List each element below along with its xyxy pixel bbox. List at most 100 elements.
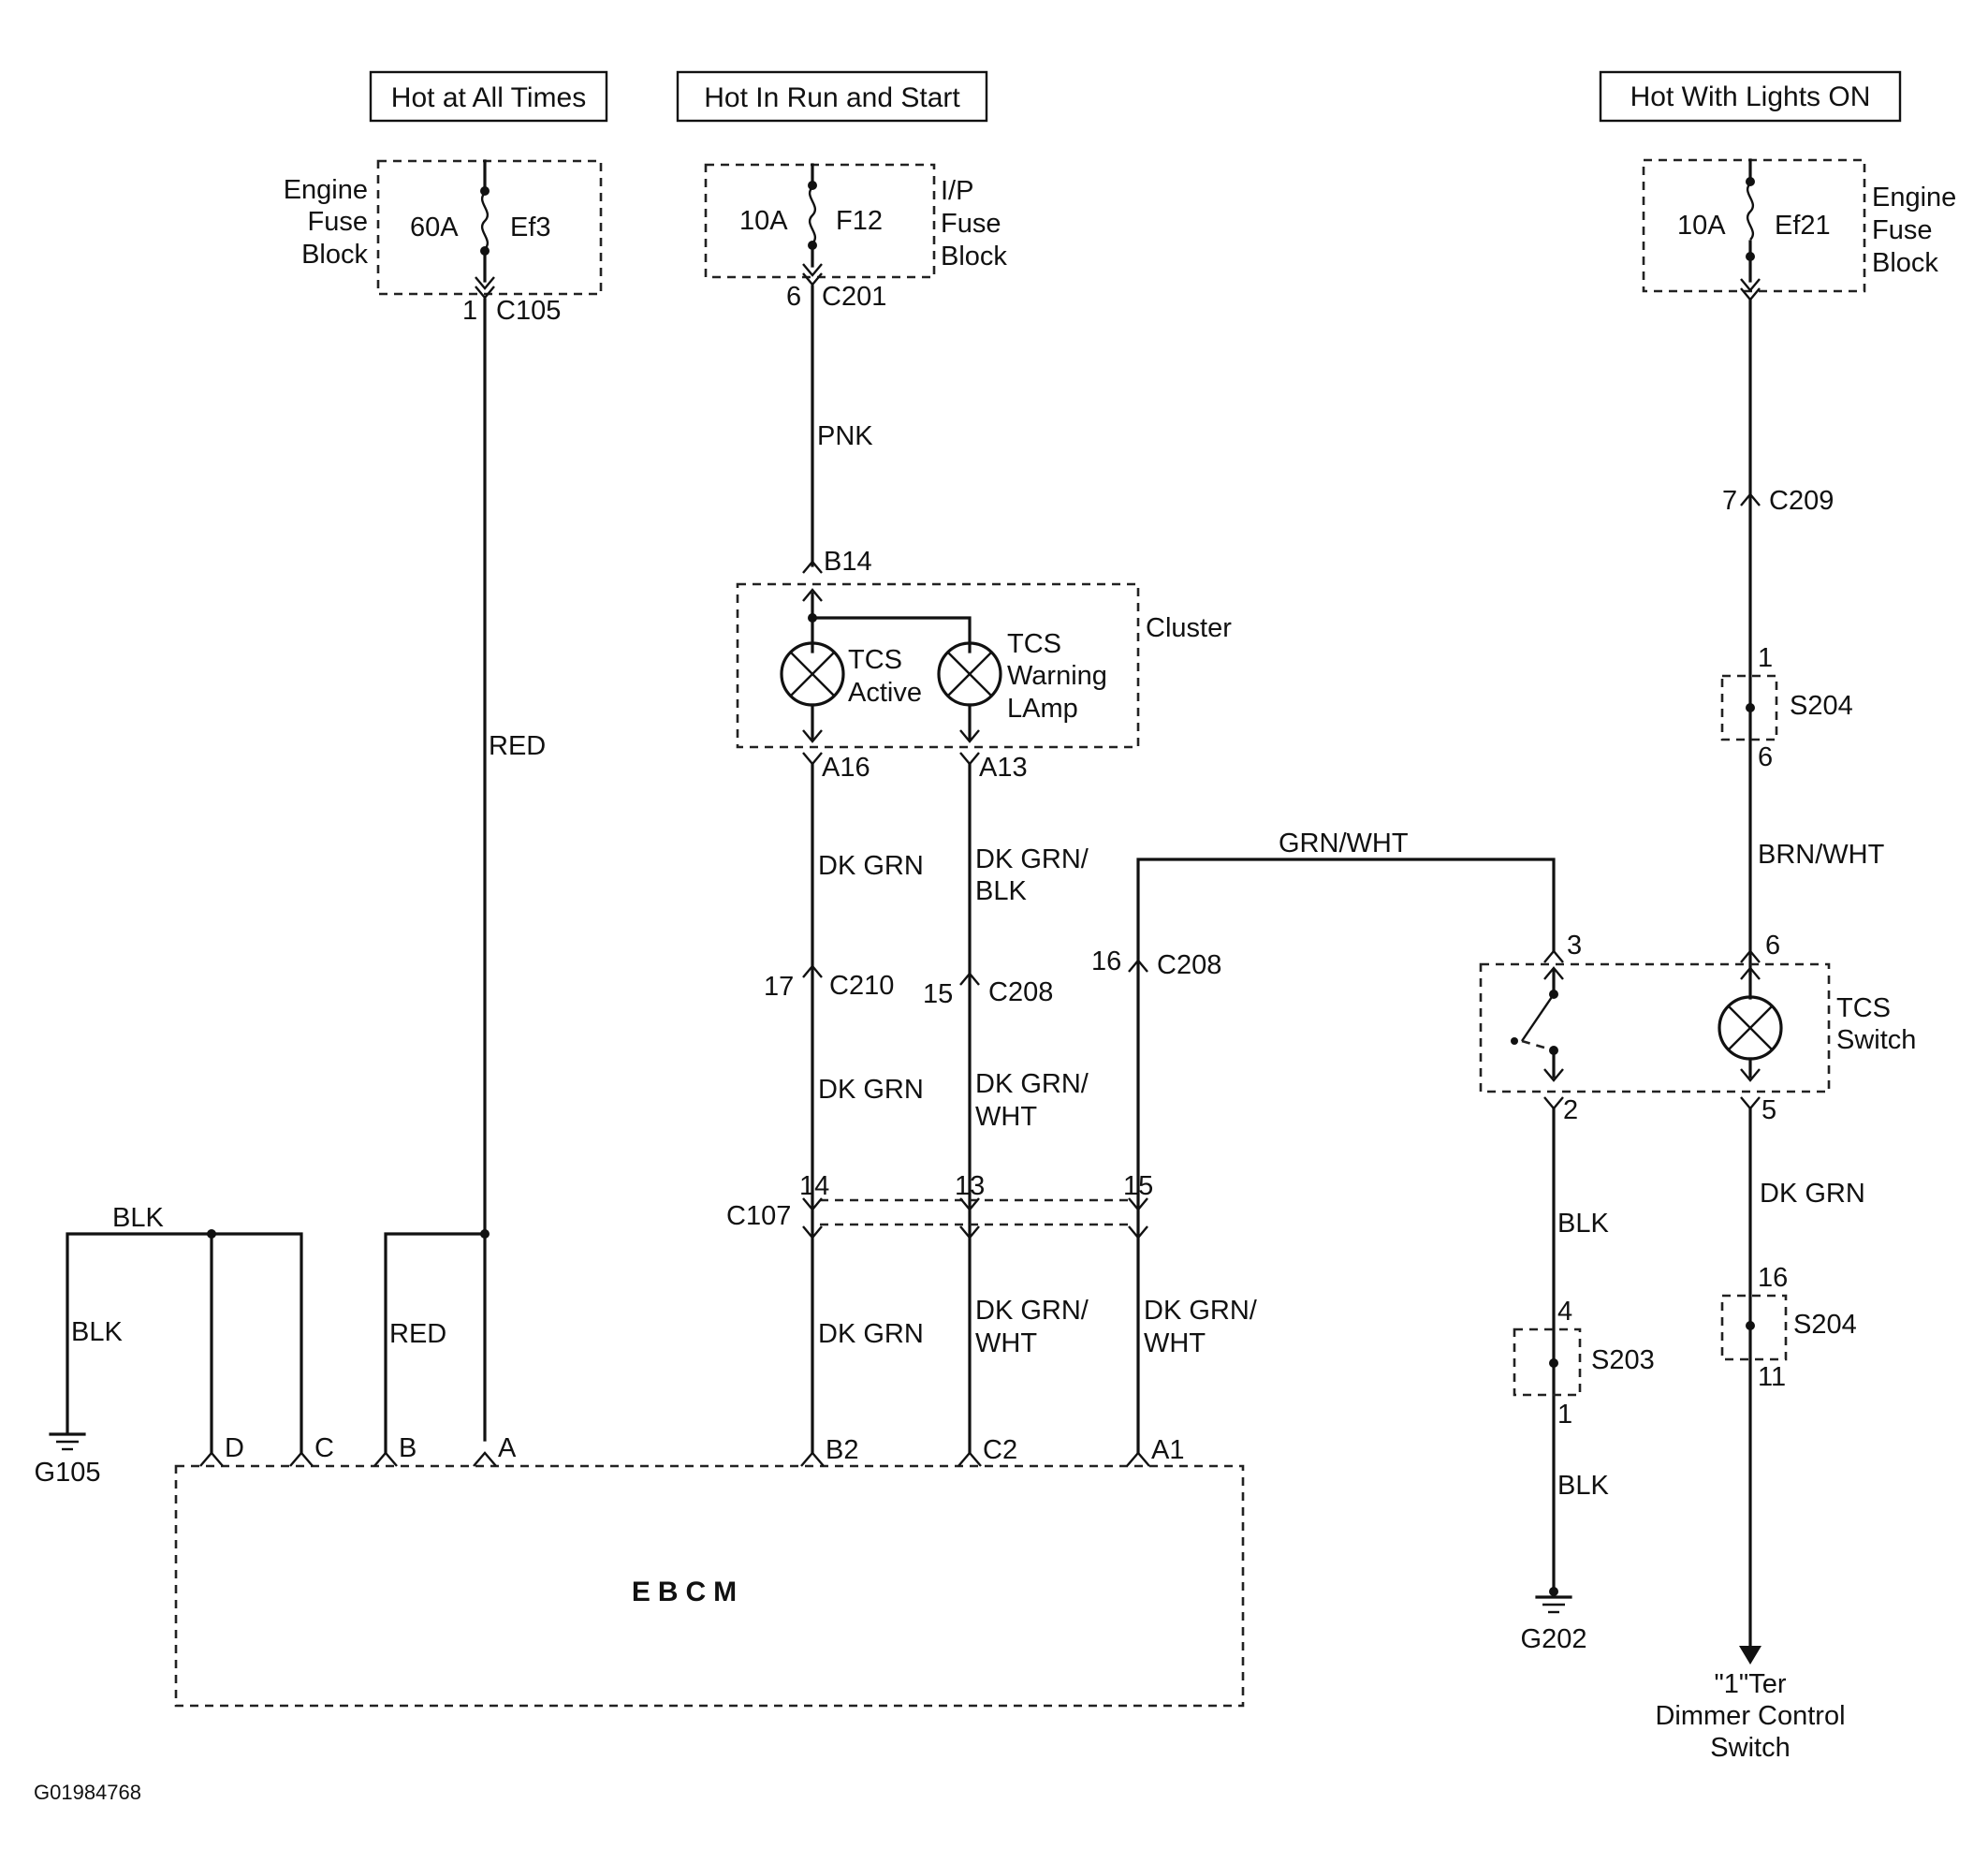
wire-blk-g105-label: BLK — [71, 1317, 123, 1347]
cluster: TCS Active TCS Warning LAmp Cluster A16 … — [736, 582, 1232, 783]
wire-red-main: RED — [483, 298, 546, 1442]
s204-bot-pin-in: 16 — [1758, 1263, 1788, 1293]
ground-g105-label: G105 — [35, 1458, 101, 1488]
fuse-f12-name: F12 — [836, 206, 883, 236]
wire-grn-wht: GRN/WHT 16 C208 — [1091, 829, 1556, 1455]
dimmer-label-line1: "1"Ter — [1714, 1669, 1786, 1699]
wire-red-b-label: RED — [389, 1319, 446, 1349]
tcs-switch-label-line1: TCS — [1836, 993, 1891, 1023]
wire-grn-wht-label: GRN/WHT — [1279, 829, 1409, 858]
wire-dk-grn-dimmer: DK GRN 16 S204 11 "1"Ter Dimmer Control … — [1655, 1107, 1865, 1763]
header-hot-in-run-text: Hot In Run and Start — [704, 82, 960, 113]
ebcm-pin-d: D — [225, 1433, 244, 1463]
wire-dk-grn-wht-a1-line2: WHT — [1144, 1328, 1206, 1358]
ground-g202-label: G202 — [1521, 1624, 1587, 1654]
header-hot-at-all-times: Hot at All Times — [369, 70, 608, 123]
wire-brn-wht-label: BRN/WHT — [1758, 840, 1885, 870]
wire-blk-sw-label: BLK — [1557, 1209, 1609, 1239]
ground-g202-icon — [1535, 1587, 1572, 1614]
figure-id: G01984768 — [34, 1781, 141, 1804]
tcs-active-label-line2: Active — [848, 678, 922, 708]
wire-dk-grn-a16-label: DK GRN — [818, 851, 924, 881]
tcs-switch-pin-3: 3 — [1567, 931, 1582, 961]
ebcm-module: EBCM D C B A B2 C2 A1 — [174, 1433, 1245, 1708]
c210-pin: 17 — [764, 972, 794, 1002]
ebcm-pin-c2: C2 — [983, 1435, 1017, 1465]
c107-pin-14: 14 — [799, 1171, 829, 1201]
fuse-f12-pin: 6 — [786, 282, 801, 312]
wire-dk-grn-a16: DK GRN 17 C210 DK GRN — [764, 762, 924, 1455]
fuse-ef21-block-line1: Engine — [1872, 183, 1956, 213]
fuse-f12: 10A F12 I/P Fuse Block 6 C201 — [704, 163, 1007, 312]
wire-dk-grn-blk-a13: DK GRN/ BLK 15 C208 DK GRN/ WHT — [923, 762, 1089, 1455]
dimmer-label-line3: Switch — [1710, 1733, 1790, 1763]
fuse-ef3-block-line1: Engine — [284, 175, 368, 205]
wire-dk-grn-sw-label: DK GRN — [1760, 1179, 1865, 1209]
fuse-ef3-block-line3: Block — [301, 240, 368, 270]
tcs-warning-label-line2: Warning — [1007, 661, 1107, 691]
tcs-switch: 3 6 TCS Switch 2 5 — [1479, 931, 1916, 1125]
c208a-pin: 15 — [923, 979, 953, 1009]
tcs-switch-label-line2: Switch — [1836, 1025, 1916, 1055]
s203-pin-in: 4 — [1557, 1297, 1572, 1327]
wire-blk-switch-ground: BLK 4 S203 1 BLK G202 — [1513, 1107, 1655, 1654]
wire-blk-top-label: BLK — [112, 1203, 164, 1233]
splice-s204-top: 1 S204 6 BRN/WHT — [1720, 643, 1885, 870]
s204-top-pin-in: 1 — [1758, 643, 1773, 673]
header-hot-at-all-times-text: Hot at All Times — [391, 82, 586, 113]
wire-dk-grn-c210-label: DK GRN — [818, 1075, 924, 1105]
c208b-label: C208 — [1157, 950, 1221, 980]
wire-dk-grn-wht-a1-line1: DK GRN/ — [1144, 1296, 1258, 1326]
c210-label: C210 — [829, 971, 894, 1001]
fuse-ef3: 60A Ef3 Engine Fuse Block 1 C105 — [284, 159, 603, 326]
ebcm-label: EBCM — [632, 1577, 744, 1607]
tcs-switch-indicator-lamp-icon — [1718, 966, 1783, 1082]
header-hot-with-lights-text: Hot With Lights ON — [1630, 81, 1871, 112]
fuse-ef3-name: Ef3 — [510, 213, 551, 242]
fuse-f12-block-line1: I/P — [941, 176, 973, 206]
ebcm-pin-b: B — [399, 1433, 417, 1463]
wire-dk-grn-wht-c208-line1: DK GRN/ — [975, 1069, 1089, 1099]
c208b-pin: 16 — [1091, 946, 1121, 976]
tcs-switch-pin-6: 6 — [1765, 931, 1780, 961]
wire-pnk: PNK B14 — [802, 285, 873, 577]
ebcm-pin-b2: B2 — [826, 1435, 858, 1465]
wire-dk-grn-blk-label-line2: BLK — [975, 876, 1027, 906]
c208a-label: C208 — [988, 977, 1053, 1007]
ebcm-pin-a1: A1 — [1151, 1435, 1184, 1465]
c107-pin-15: 15 — [1123, 1171, 1153, 1201]
fuse-ef21-name: Ef21 — [1775, 211, 1831, 241]
fuse-ef3-connector: C105 — [496, 296, 561, 326]
connector-c107: C107 14 13 15 DK GRN DK GRN/ WHT DK GRN/… — [726, 1171, 1258, 1358]
ebcm-pin-c: C — [314, 1433, 334, 1463]
dimmer-label-line2: Dimmer Control — [1655, 1701, 1845, 1731]
fuse-ef21: 10A Ef21 Engine Fuse Block — [1642, 158, 1956, 301]
c209-pin: 7 — [1722, 486, 1737, 516]
cluster-pin-a16: A16 — [822, 753, 870, 783]
s203-name: S203 — [1591, 1345, 1655, 1375]
c107-pin-13: 13 — [955, 1171, 985, 1201]
wire-dk-grn-blk-label-line1: DK GRN/ — [975, 844, 1089, 874]
s204-bot-pin-out: 11 — [1758, 1362, 1786, 1392]
wire-dk-grn-wht-c208-line2: WHT — [975, 1102, 1037, 1132]
wire-ef21-feed: 7 C209 — [1722, 298, 1834, 976]
tcs-warning-label-line3: LAmp — [1007, 694, 1078, 724]
s204-top-pin-out: 6 — [1758, 742, 1773, 772]
cluster-pin-b14: B14 — [824, 547, 872, 577]
s203-pin-out: 1 — [1557, 1400, 1572, 1430]
tcs-switch-pin-5: 5 — [1761, 1095, 1776, 1125]
arrow-down-icon — [1739, 1646, 1761, 1665]
wire-dk-grn-wht-c2-line1: DK GRN/ — [975, 1296, 1089, 1326]
header-hot-in-run-and-start: Hot In Run and Start — [676, 70, 988, 123]
wire-blk-ground-branch: BLK BLK G105 — [35, 1203, 303, 1488]
cluster-label: Cluster — [1146, 613, 1232, 643]
fuse-ef3-pin: 1 — [462, 296, 477, 326]
fuse-f12-rating: 10A — [739, 206, 788, 236]
fuse-f12-block-line2: Fuse — [941, 209, 1001, 239]
s204-top-name: S204 — [1790, 691, 1853, 721]
s204-bot-name: S204 — [1793, 1310, 1857, 1340]
tcs-switch-pin-2: 2 — [1563, 1095, 1578, 1125]
fuse-ef21-block-line2: Fuse — [1872, 215, 1932, 245]
